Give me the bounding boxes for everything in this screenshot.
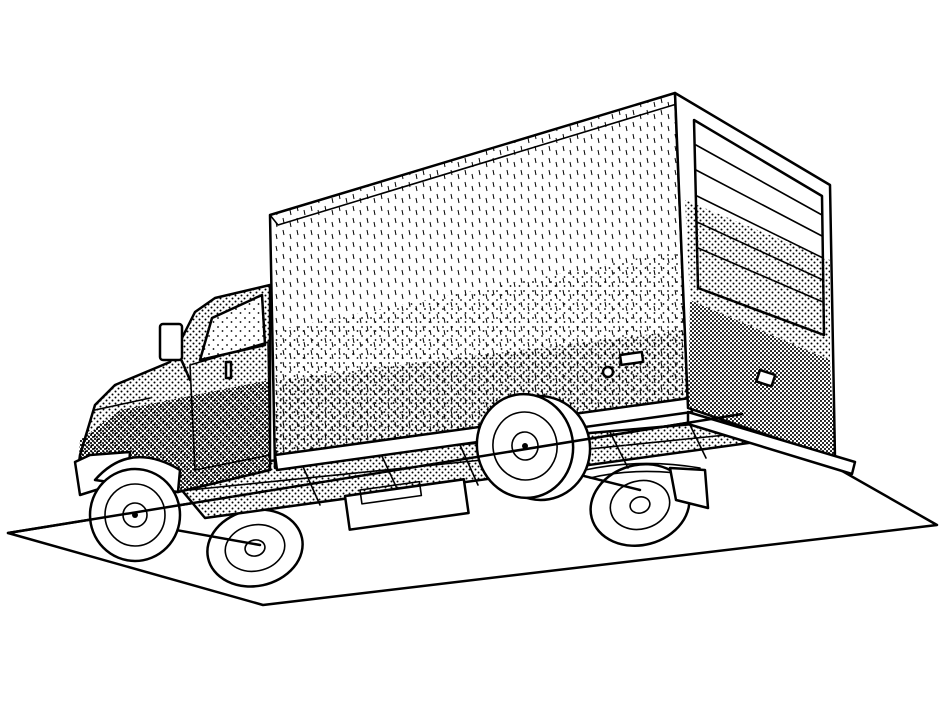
cab-door — [189, 341, 271, 471]
front-far-wheel — [206, 508, 304, 588]
mud-flap — [668, 466, 710, 510]
door-handle — [224, 360, 233, 380]
side-marker-light — [601, 365, 615, 379]
front-near-wheel — [88, 467, 182, 563]
door-slats — [695, 144, 824, 303]
ground-plane-edge — [6, 412, 744, 535]
truck-cab — [73, 283, 272, 497]
fuel-tank — [343, 478, 470, 531]
rear-bumper — [686, 410, 857, 476]
tail-light — [755, 368, 777, 388]
cargo-box — [268, 91, 857, 476]
rear-roll-up-door — [692, 118, 826, 337]
rear-leaf-spring — [584, 462, 701, 471]
side-mirror — [158, 322, 192, 382]
